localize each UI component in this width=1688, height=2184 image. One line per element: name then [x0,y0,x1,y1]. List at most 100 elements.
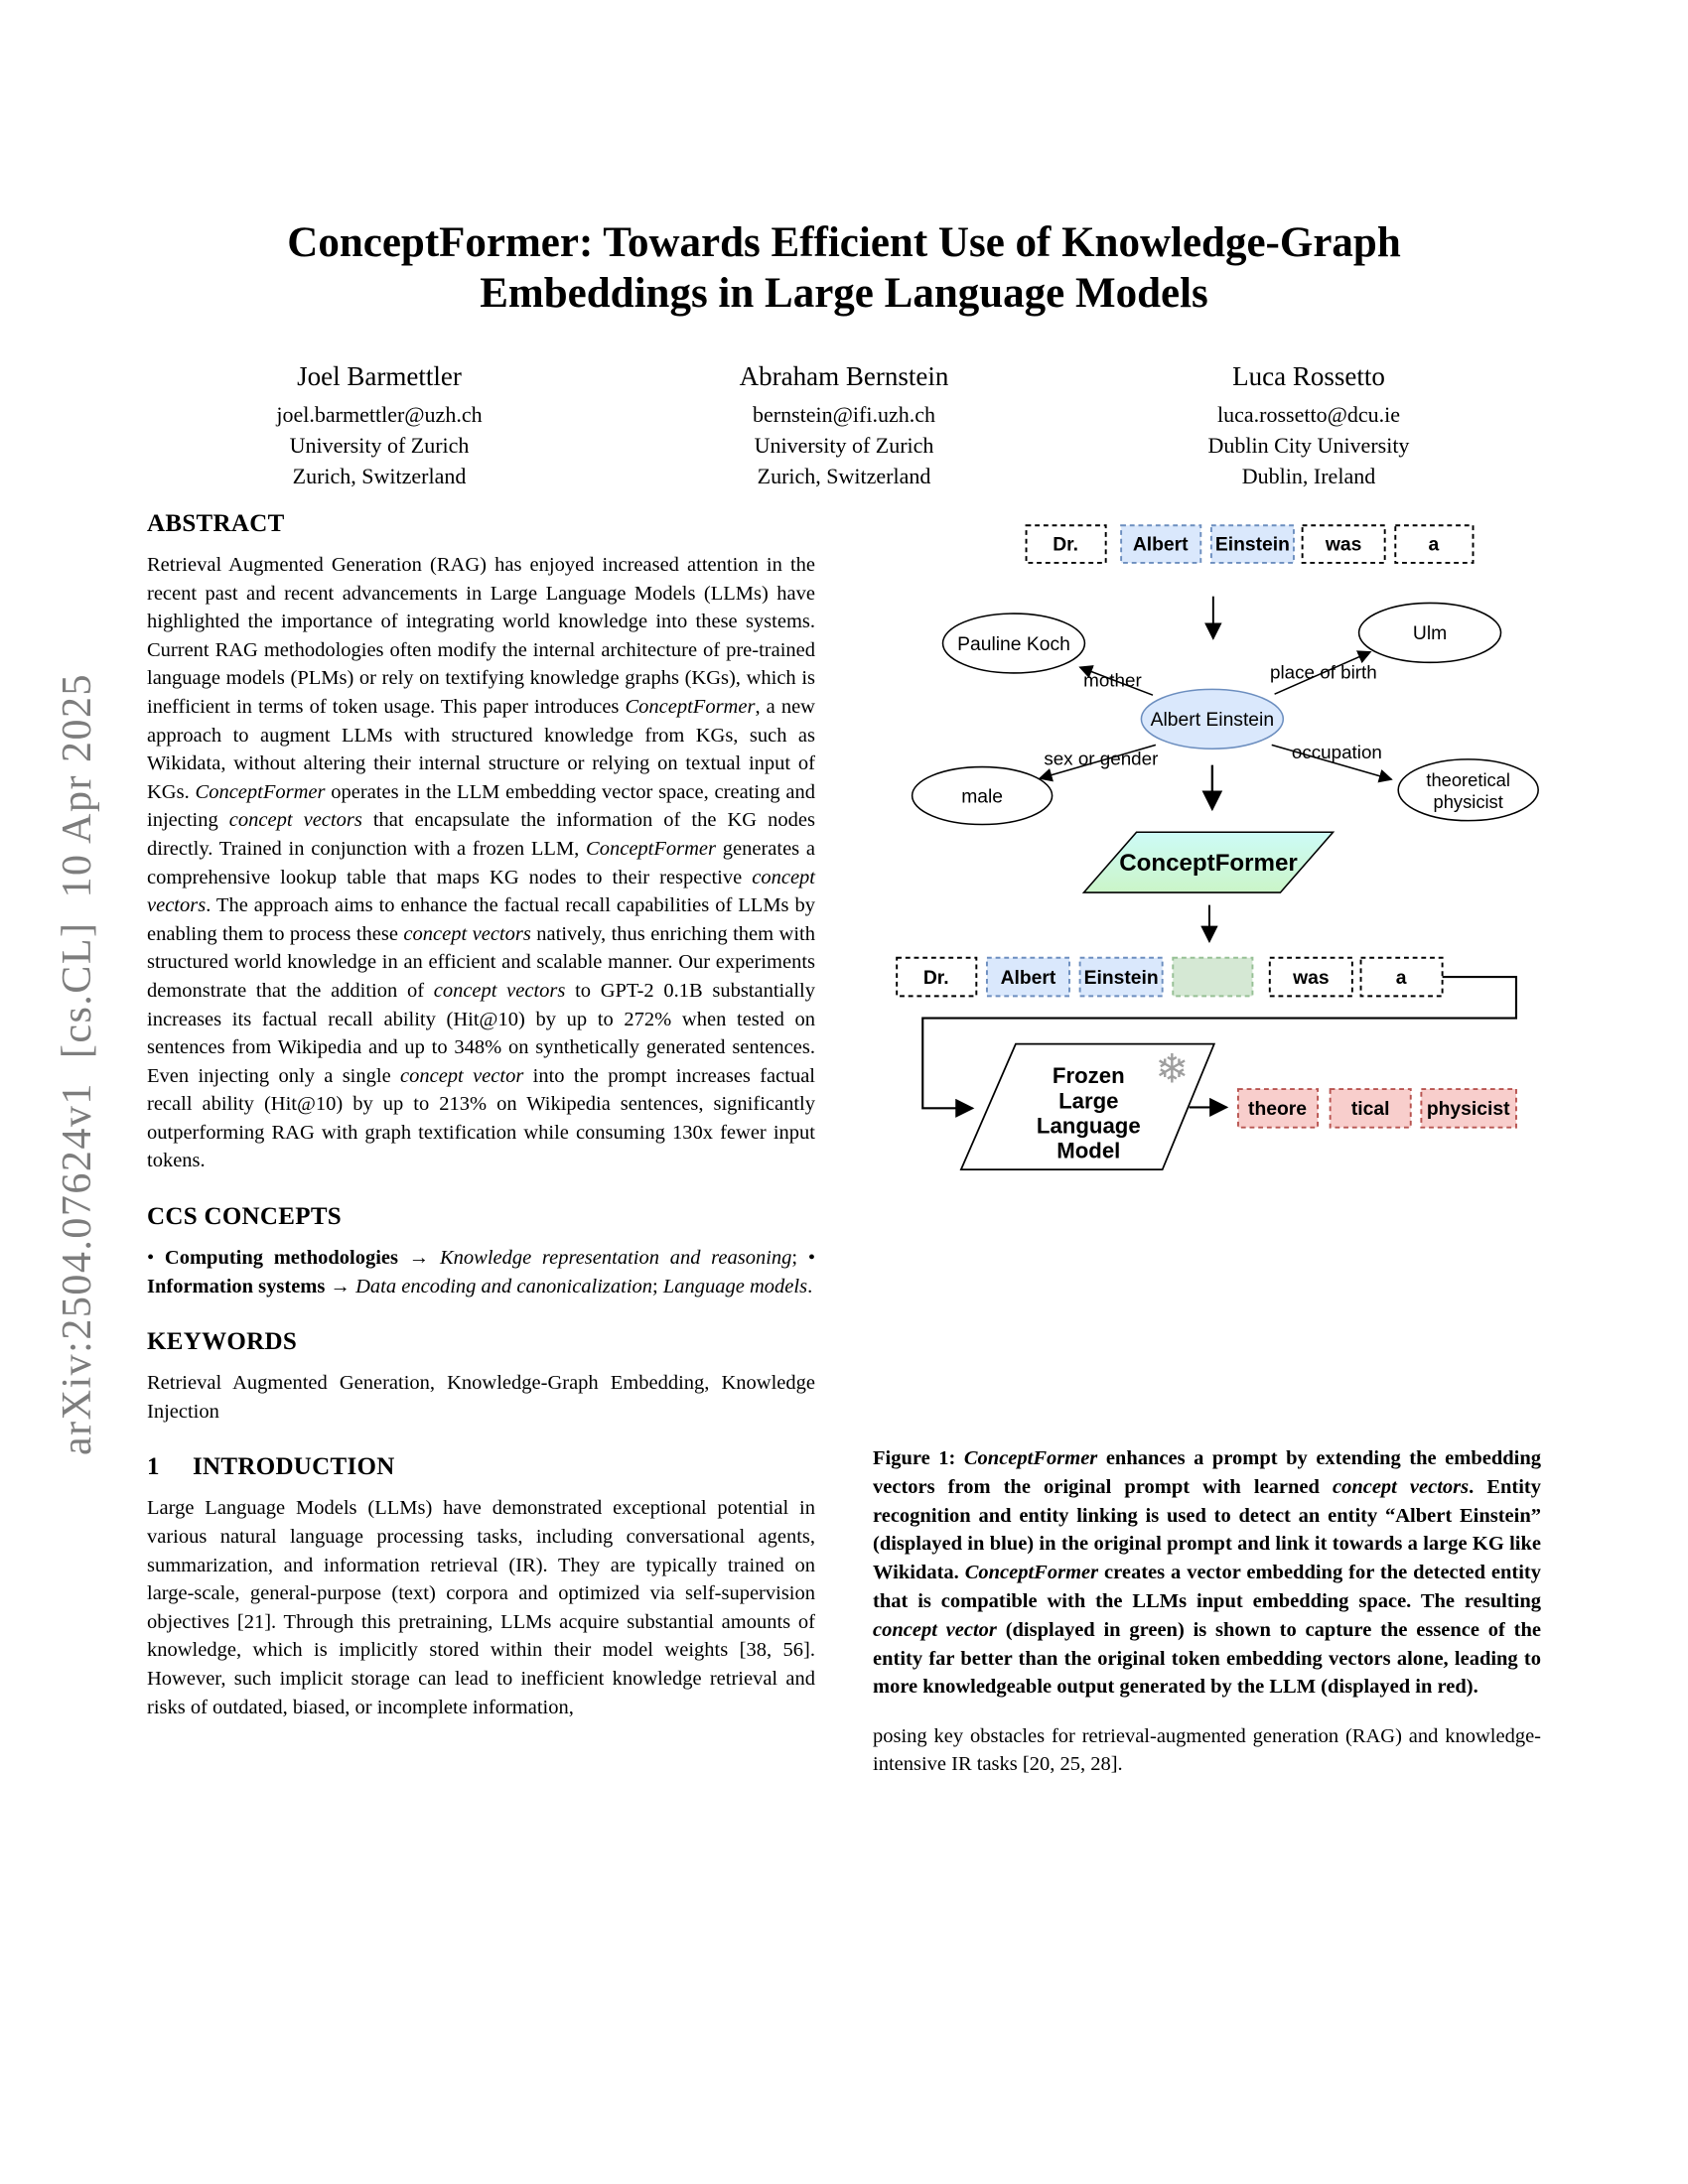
ccs-text: • Computing methodologies → Knowledge re… [147,1247,815,1297]
token-label: Albert [1133,534,1189,555]
author-location: Dublin, Ireland [1241,464,1376,488]
entity-token-box [1079,957,1163,997]
arxiv-watermark: arXiv:2504.07624v1 [cs.CL] 10 Apr 2025 [55,673,100,1455]
frozen-llm-label: Model [1056,1139,1120,1163]
token-box [1025,524,1107,564]
output-token-border [1329,1088,1412,1129]
author-block: Abraham Bernstein bernstein@ifi.uzh.ch U… [612,361,1076,491]
author-row: Joel Barmettler joel.barmettler@uzh.ch U… [147,361,1541,491]
concept-vector-token-border [1172,956,1254,998]
author-name: Joel Barmettler [297,361,462,391]
token-label: Einstein [1084,968,1159,989]
kg-node-label: theoretical [1426,769,1510,790]
output-token-label: physicist [1427,1099,1510,1120]
token-label: a [1429,534,1440,555]
author-affiliation: Dublin City University [1207,433,1410,458]
kg-node-male [911,765,1054,826]
kg-edge-sex-or-gender [1038,744,1157,782]
snowflake-icon: ❄ [1155,1045,1189,1091]
kg-node-label: Pauline Koch [957,634,1070,655]
kg-node-label: physicist [1434,791,1503,812]
output-token-row: theore tical physicist [1236,1088,1517,1129]
frozen-llm-block: Frozen Large Language Model ❄ [959,1042,1216,1171]
keywords-heading: KEYWORDS [147,1328,298,1356]
kg-node-pauline-koch [941,613,1086,674]
author-email: bernstein@ifi.uzh.ch [753,402,935,427]
author-name: Abraham Bernstein [739,361,949,391]
author-email: luca.rossetto@dcu.ie [1217,402,1400,427]
token-box [1301,524,1386,564]
prompt-token-row-top: Dr. Albert Einstein was a [1025,524,1475,564]
token-label: was [1292,968,1329,989]
ccs-heading: CCS CONCEPTS [147,1203,342,1231]
kg-node-ulm [1357,602,1502,664]
output-token-border [1236,1088,1320,1129]
author-location: Zurich, Switzerland [757,464,931,488]
frozen-llm-label: Language [1037,1113,1141,1138]
kg-edge-label-occupation: occupation [1292,742,1382,762]
kg-center-label: Albert Einstein [1151,710,1274,731]
token-label: was [1325,534,1361,555]
right-column: Dr. Albert Einstein was a [873,504,1541,1779]
introduction-heading: 1 INTRODUCTION [147,1453,815,1481]
introduction-text: Large Language Models (LLMs) have demons… [147,1497,815,1718]
right-column-paragraph: posing key obstacles for retrieval-augme… [873,1724,1541,1776]
output-token-label: tical [1351,1099,1390,1120]
entity-token-box [1210,525,1294,563]
kg-edge-occupation [1271,744,1393,783]
page-title: ConceptFormer: Towards Efficient Use of … [287,219,1401,317]
kg-node-albert-einstein [1141,689,1284,750]
kg-node-label: Ulm [1413,623,1447,644]
entity-token-border [1120,524,1202,564]
entity-token-box [986,957,1069,997]
author-block: Joel Barmettler joel.barmettler@uzh.ch U… [147,361,612,491]
knowledge-graph: Pauline Koch Ulm male theoretical physic… [911,602,1539,826]
conceptformer-label: ConceptFormer [1119,850,1298,877]
left-column: ABSTRACT Retrieval Augmented Generation … [147,504,815,1721]
output-token-box [1237,1089,1319,1128]
kg-edge-mother [1078,665,1154,696]
author-block: Luca Rossetto luca.rossetto@dcu.ie Dubli… [1076,361,1541,491]
frozen-llm-label: Frozen [1053,1063,1125,1088]
token-label: a [1396,968,1407,989]
kg-edge-label-mother: mother [1083,669,1142,690]
kg-node-albert-einstein-border [1140,688,1285,751]
output-token-box [1330,1089,1411,1128]
kg-edge-place-of-birth [1274,650,1372,695]
kg-node-theoretical-physicist [1397,758,1539,822]
token-box [896,956,978,998]
entity-token-box [1121,525,1201,563]
abstract-text: Retrieval Augmented Generation (RAG) has… [147,554,815,1172]
figure-caption: Figure 1: ConceptFormer enhances a promp… [873,1447,1541,1699]
output-token-border [1420,1088,1517,1129]
author-affiliation: University of Zurich [754,433,934,458]
frozen-llm-shape [959,1042,1216,1171]
abstract-heading: ABSTRACT [147,510,285,537]
section-title: INTRODUCTION [193,1453,395,1481]
author-email: joel.barmettler@uzh.ch [276,402,483,427]
two-column-body: ABSTRACT Retrieval Augmented Generation … [147,504,1541,1779]
token-box [1359,956,1444,998]
concept-vector-token [1173,957,1253,997]
conceptformer-block: ConceptFormer [1081,831,1336,893]
kg-edge-label-place-of-birth: place of birth [1270,662,1377,683]
prompt-token-row-bottom: Dr. Albert Einstein was a [896,956,1444,998]
token-box [1394,524,1475,564]
token-label: Dr. [1053,534,1078,555]
token-label: Albert [1001,968,1056,989]
connector-prompt-to-llm [921,975,1518,1118]
token-label: Dr. [923,968,949,989]
output-token-box [1421,1089,1516,1128]
author-name: Luca Rossetto [1232,361,1385,391]
author-affiliation: University of Zurich [289,433,470,458]
kg-edge-label-sex-or-gender: sex or gender [1044,749,1158,769]
section-number: 1 [147,1453,160,1481]
keywords-text: Retrieval Augmented Generation, Knowledg… [147,1372,815,1423]
author-location: Zurich, Switzerland [292,464,467,488]
figure-1-diagram: Dr. Albert Einstein was a [896,524,1539,1171]
token-label: Einstein [1215,534,1290,555]
output-token-label: theore [1248,1099,1307,1120]
kg-node-label: male [961,786,1003,807]
token-box [1268,956,1353,998]
